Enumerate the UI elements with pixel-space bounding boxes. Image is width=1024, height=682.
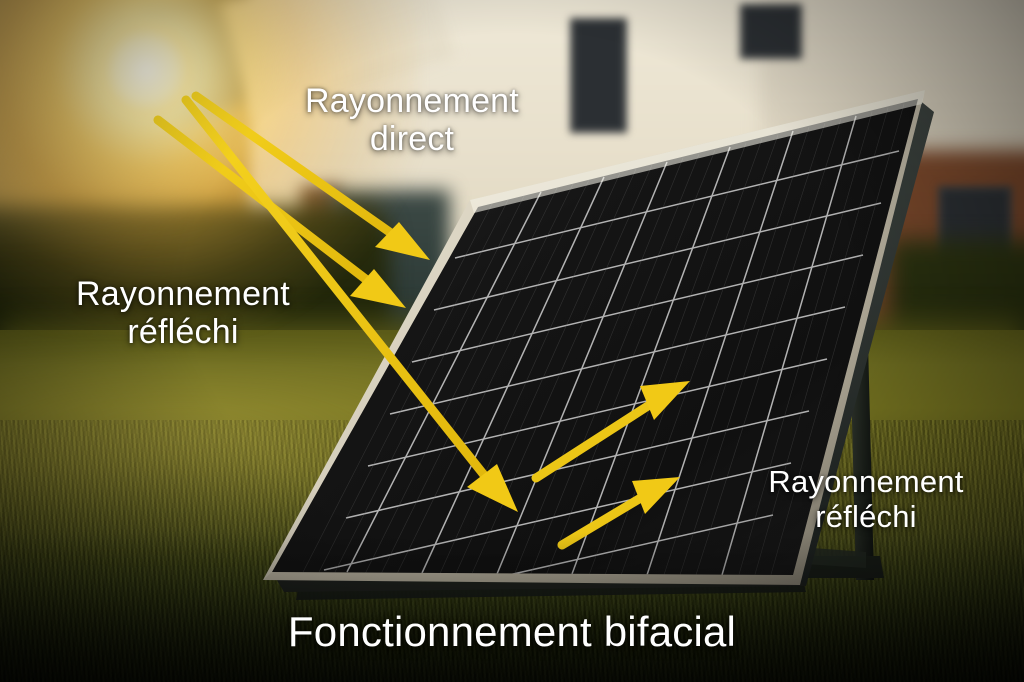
label-rayonnement-reflechi-right: Rayonnement réfléchi — [768, 464, 964, 534]
caption-fonctionnement-bifacial: Fonctionnement bifacial — [287, 608, 737, 655]
label-rayonnement-direct: Rayonnement direct — [305, 82, 519, 159]
label-rayonnement-reflechi-left: Rayonnement réfléchi — [76, 275, 290, 352]
bottom-shade — [0, 532, 1024, 682]
